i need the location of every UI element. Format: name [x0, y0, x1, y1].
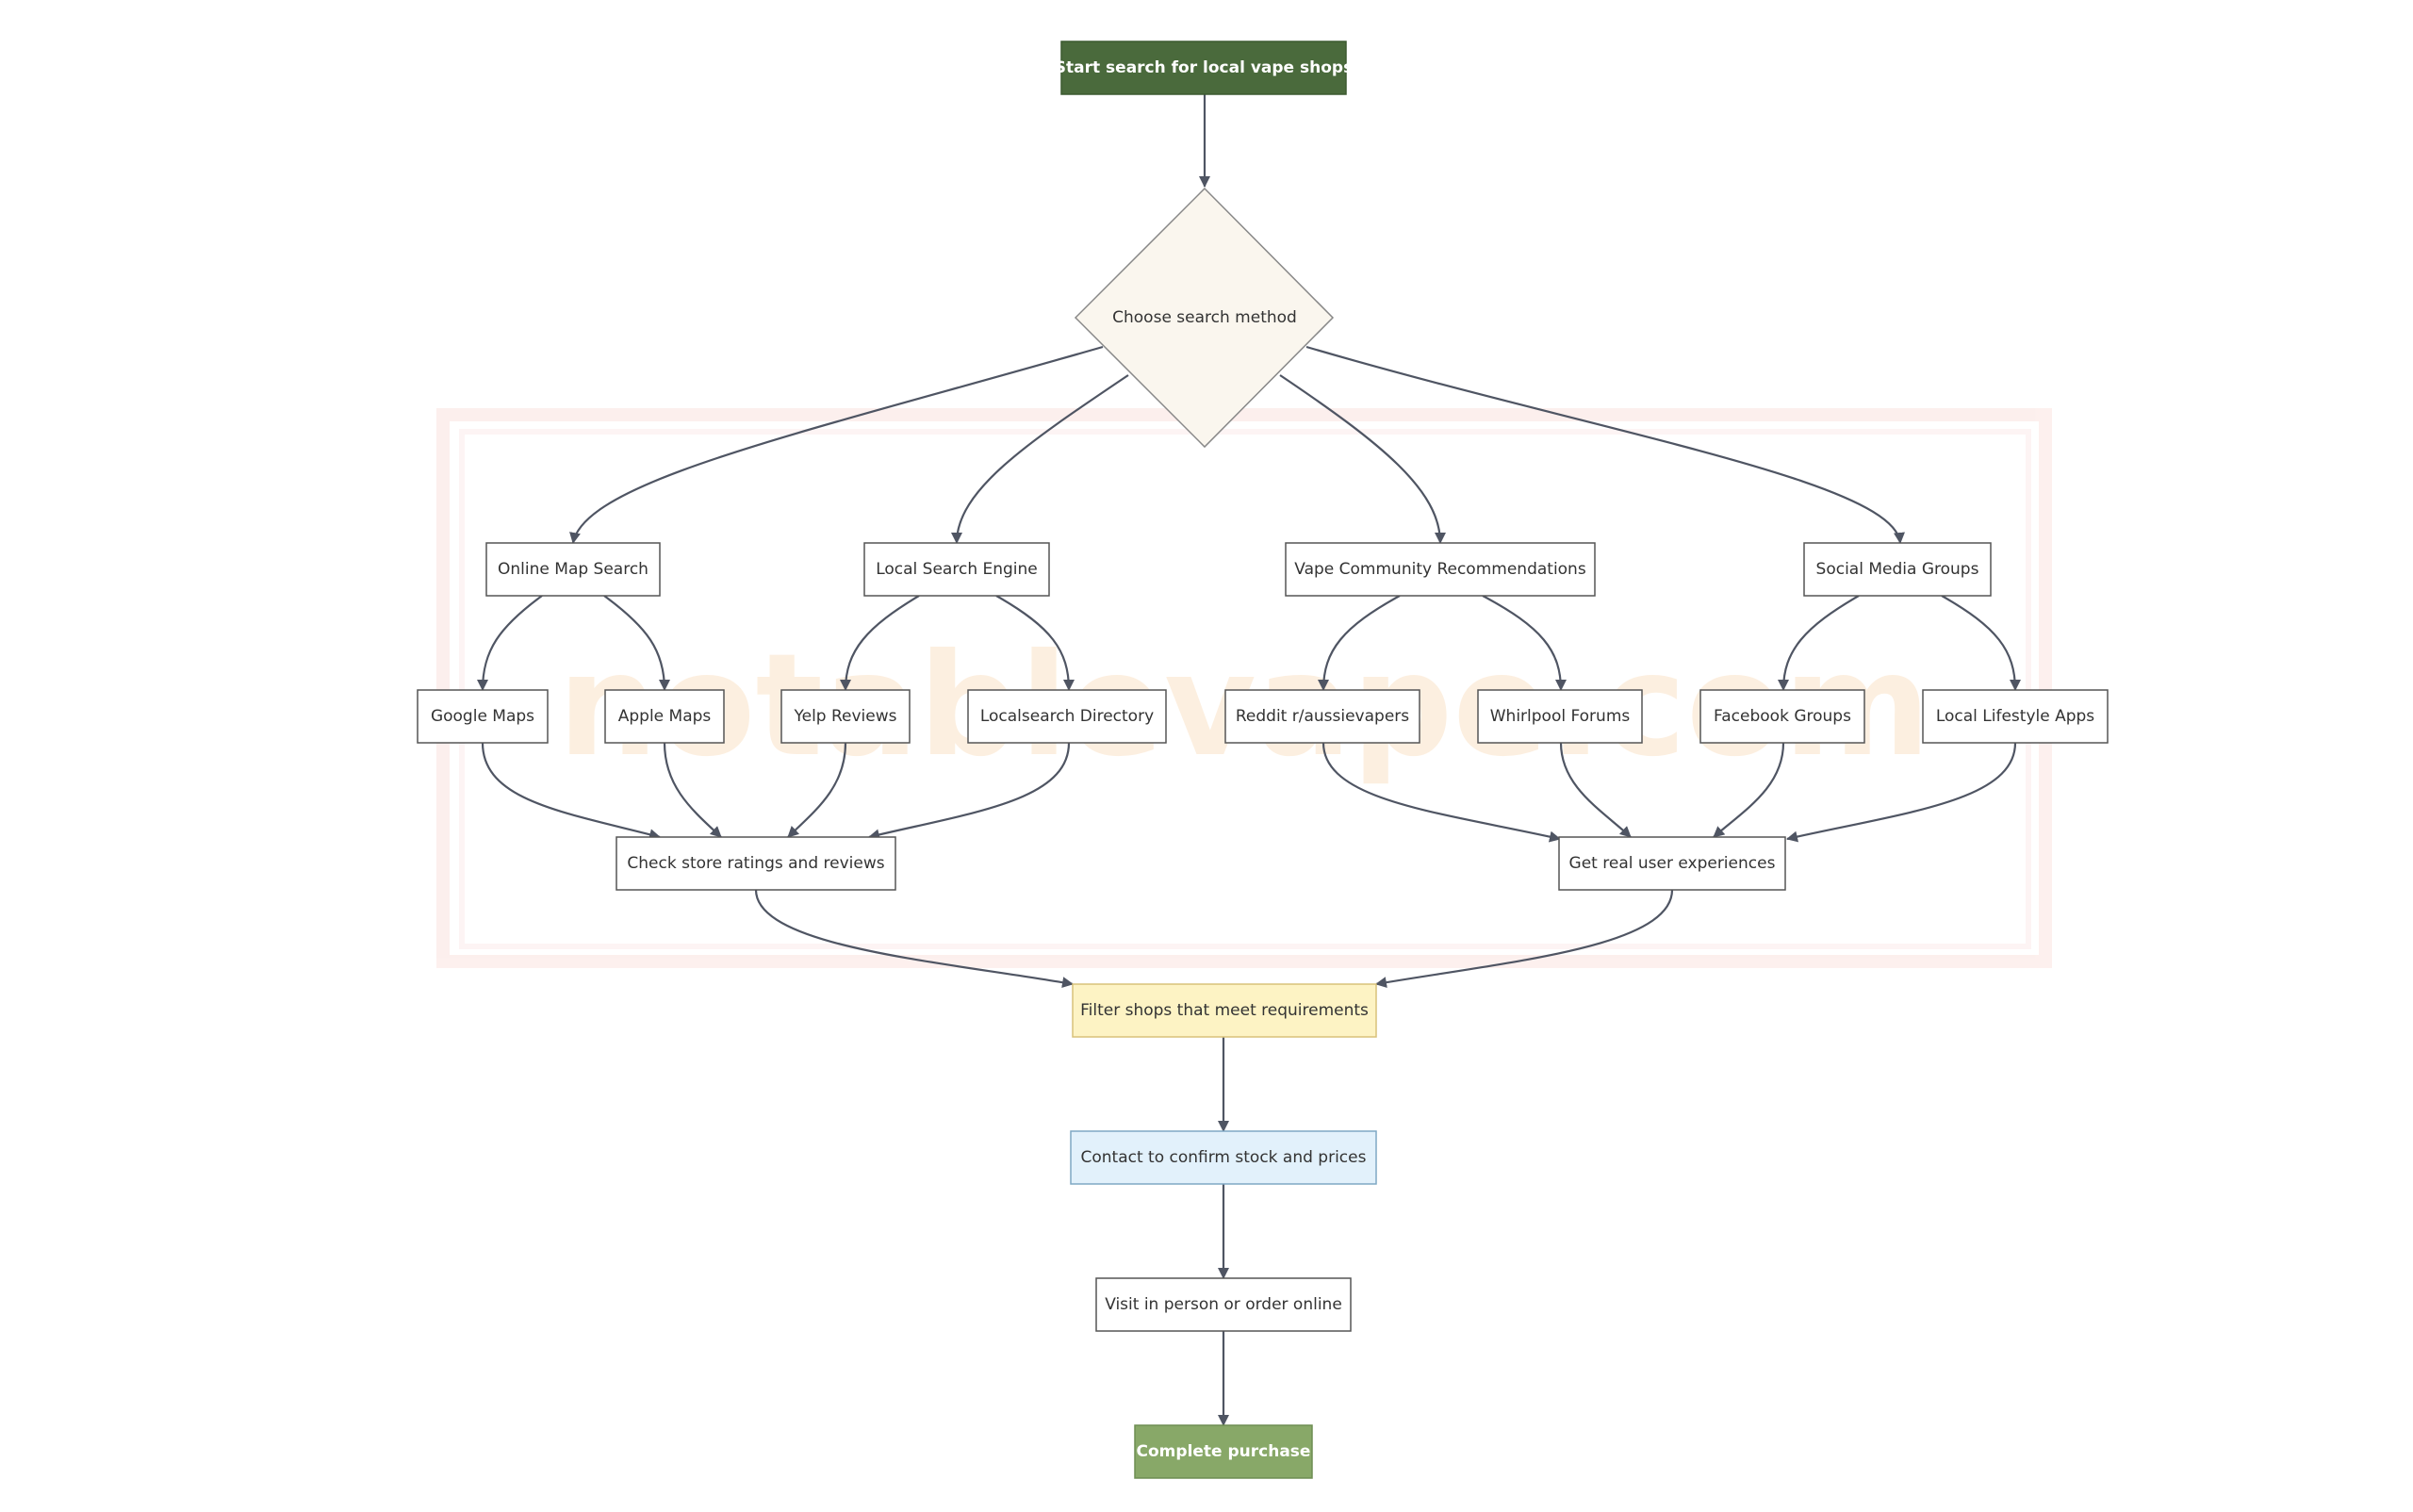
- edge-reddit-real-user: [1321, 742, 1561, 843]
- edge-real-user-filter: [1375, 889, 1674, 989]
- edge-decision-vape-community: [1279, 374, 1446, 544]
- node-whirlpool: Whirlpool Forums: [1477, 689, 1643, 744]
- edge-social-media-local-lifestyle: [1941, 595, 2021, 691]
- node-local-engine-label: Local Search Engine: [876, 560, 1038, 579]
- node-check-ratings: Check store ratings and reviews: [616, 836, 896, 891]
- node-apple-maps-label: Apple Maps: [618, 707, 712, 726]
- node-facebook-label: Facebook Groups: [1714, 707, 1851, 726]
- node-yelp: Yelp Reviews: [780, 689, 911, 744]
- node-online-map-label: Online Map Search: [498, 560, 648, 579]
- node-filter: Filter shops that meet requirements: [1072, 983, 1377, 1038]
- edge-check-filter: [754, 889, 1074, 989]
- node-localsearch-label: Localsearch Directory: [980, 707, 1154, 726]
- edge-vape-community-reddit: [1318, 595, 1401, 691]
- node-visit: Visit in person or order online: [1095, 1277, 1352, 1332]
- node-contact: Contact to confirm stock and prices: [1070, 1130, 1377, 1185]
- edge-decision-social-media: [1305, 345, 1905, 544]
- edge-online-map-apple: [603, 595, 670, 691]
- edge-decision-local-engine: [951, 374, 1129, 544]
- node-yelp-label: Yelp Reviews: [793, 707, 896, 726]
- edge-facebook-real-user: [1713, 742, 1785, 838]
- edge-local-lifestyle-real-user: [1786, 742, 2017, 843]
- node-apple-maps: Apple Maps: [604, 689, 725, 744]
- node-social-media: Social Media Groups: [1803, 542, 1992, 597]
- node-start-label: Start search for local vape shops: [1055, 58, 1353, 77]
- edge-whirlpool-real-user: [1559, 742, 1632, 838]
- edge-localsearch-check: [868, 742, 1071, 841]
- node-complete-label: Complete purchase: [1137, 1442, 1311, 1461]
- node-reddit: Reddit r/aussievapers: [1224, 689, 1420, 744]
- nodes: Start search for local vape shops Choose…: [417, 41, 2109, 1479]
- node-local-lifestyle-label: Local Lifestyle Apps: [1936, 707, 2094, 726]
- node-filter-label: Filter shops that meet requirements: [1080, 1001, 1369, 1020]
- node-local-engine: Local Search Engine: [863, 542, 1050, 597]
- edge-yelp-check: [787, 742, 847, 838]
- node-vape-community-label: Vape Community Recommendations: [1294, 560, 1586, 579]
- node-decision: Choose search method: [1074, 187, 1335, 449]
- node-check-ratings-label: Check store ratings and reviews: [627, 854, 884, 873]
- edge-online-map-google: [477, 595, 543, 691]
- node-google-maps: Google Maps: [417, 689, 549, 744]
- edge-apple-check: [663, 742, 722, 838]
- node-whirlpool-label: Whirlpool Forums: [1490, 707, 1631, 726]
- node-visit-label: Visit in person or order online: [1105, 1295, 1342, 1314]
- edge-google-check: [481, 742, 661, 841]
- edge-social-media-facebook: [1778, 595, 1860, 691]
- node-decision-label: Choose search method: [1112, 308, 1297, 327]
- node-real-user: Get real user experiences: [1558, 836, 1786, 891]
- node-start: Start search for local vape shops: [1055, 41, 1353, 95]
- node-complete: Complete purchase: [1134, 1424, 1313, 1479]
- node-reddit-label: Reddit r/aussievapers: [1236, 707, 1409, 726]
- edge-vape-community-whirlpool: [1482, 595, 1567, 691]
- node-google-maps-label: Google Maps: [431, 707, 534, 726]
- node-online-map: Online Map Search: [485, 542, 661, 597]
- edge-local-engine-localsearch: [995, 595, 1075, 691]
- edge-decision-online-map: [569, 345, 1104, 544]
- edges: [477, 94, 2021, 1426]
- node-real-user-label: Get real user experiences: [1569, 854, 1776, 873]
- node-social-media-label: Social Media Groups: [1816, 560, 1979, 579]
- node-local-lifestyle: Local Lifestyle Apps: [1922, 689, 2109, 744]
- node-vape-community: Vape Community Recommendations: [1285, 542, 1596, 597]
- edge-local-engine-yelp: [840, 595, 920, 691]
- node-contact-label: Contact to confirm stock and prices: [1081, 1148, 1367, 1167]
- node-facebook: Facebook Groups: [1699, 689, 1865, 744]
- node-localsearch: Localsearch Directory: [967, 689, 1167, 744]
